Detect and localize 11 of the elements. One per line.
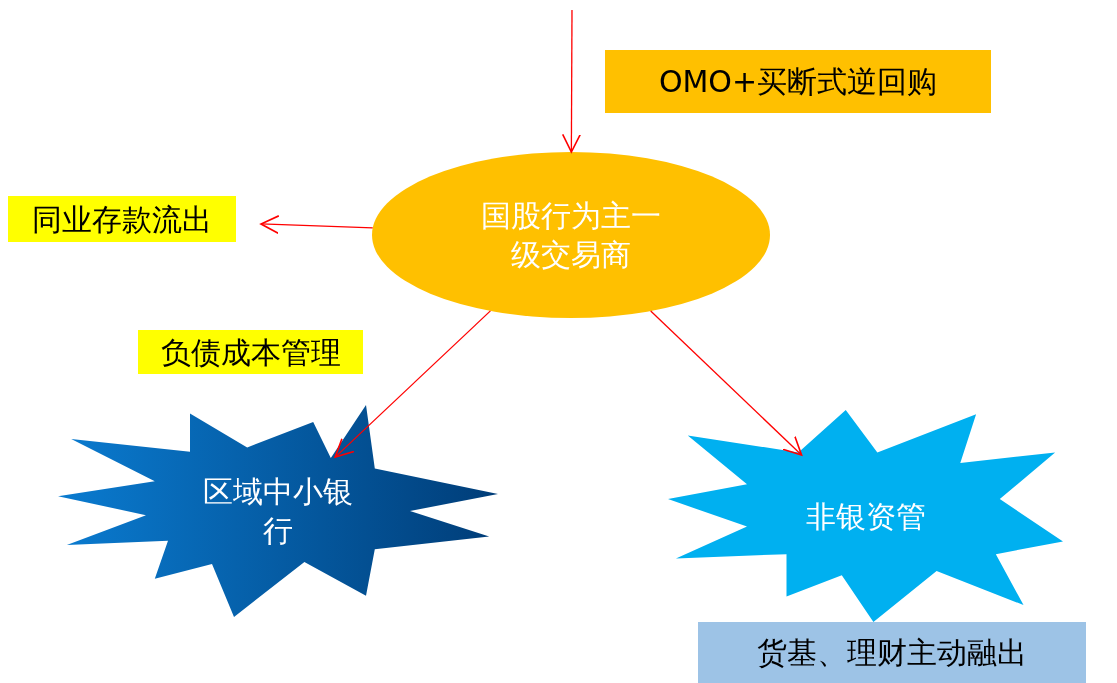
- highlighted-text: 同业存款流出: [8, 196, 236, 242]
- highlighted-text: 货基、理财主动融出: [698, 622, 1086, 683]
- arrow: [334, 310, 492, 458]
- arrow: [650, 310, 803, 456]
- arrow: [260, 215, 374, 235]
- highlighted-text: 负债成本管理: [138, 330, 363, 374]
- node-text: 区域中小银行: [202, 473, 354, 550]
- node-text: 国股行为主一级交易商: [480, 197, 662, 274]
- edge-label: OMO+买断式逆回购: [605, 50, 991, 113]
- node-text: 非银资管: [804, 497, 927, 536]
- arrow: [561, 9, 581, 153]
